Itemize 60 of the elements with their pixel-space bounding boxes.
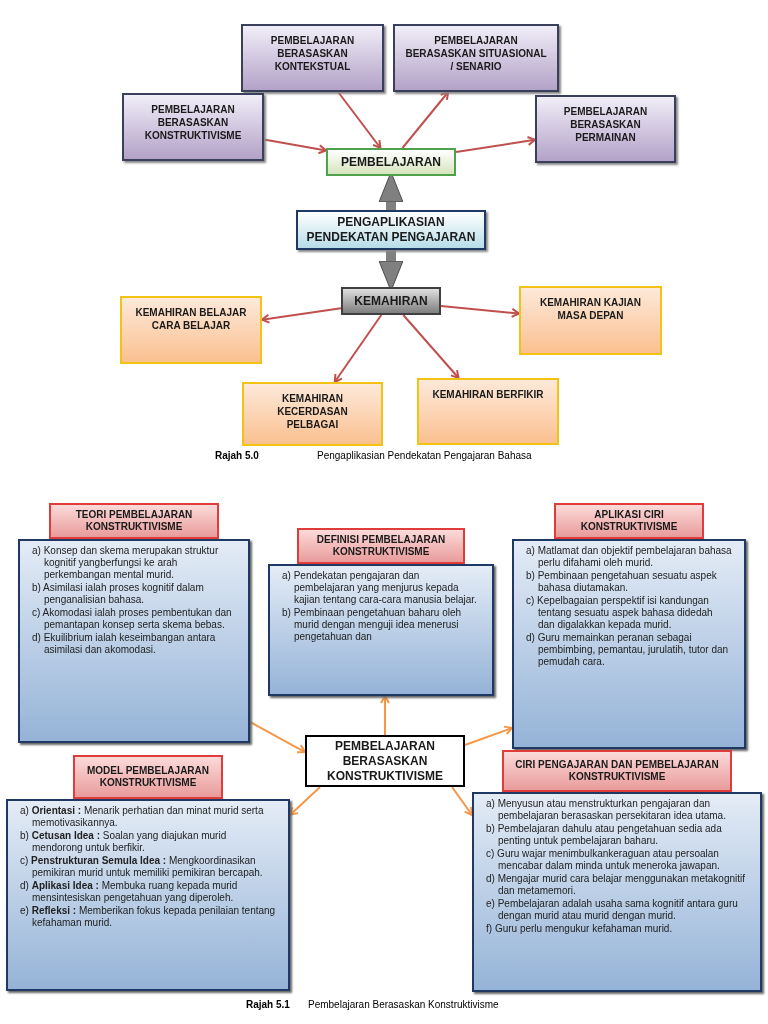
list-item: b) Pembelajaran dahulu atau pengetahuan sedia ada penting untuk pembelajaran baharu. bbox=[486, 823, 723, 847]
process-box: PEMBELAJARAN bbox=[326, 148, 456, 176]
arrow bbox=[451, 786, 473, 816]
arrow bbox=[380, 695, 390, 736]
list-item: b) Cetusan Idea : Soalan yang diajukan murid mendorong untuk berfikir. bbox=[20, 830, 228, 854]
text-panel bbox=[512, 539, 746, 749]
list-item: a) Orientasi : Menarik perhatian dan minat murid serta memotivasikannya. bbox=[20, 805, 265, 829]
arrow bbox=[401, 91, 450, 149]
list-item: a) Matlamat dan objektif pembelajaran bahasa perlu difahami oleh murid. bbox=[526, 545, 732, 569]
text-panel bbox=[18, 539, 250, 743]
process-box: PEMBELAJARAN BERASASKAN KONTEKSTUAL bbox=[241, 24, 384, 92]
list-item: b) Pembinaan pengetahuan sesuatu aspek bahasa diutamakan. bbox=[526, 570, 718, 594]
process-box: PEMBELAJARAN BERASASKAN KONSTRUKTIVISME bbox=[122, 93, 264, 161]
process-box: KEMAHIRAN BERFIKIR bbox=[417, 378, 559, 445]
process-box: PEMBELAJARAN BERASASKAN PERMAINAN bbox=[535, 95, 676, 163]
arrow bbox=[333, 314, 383, 383]
text-panel bbox=[268, 564, 494, 696]
process-box: PENGAPLIKASIAN PENDEKATAN PENGAJARAN bbox=[296, 210, 486, 250]
list-item: d) Ekuilibrium ialah keseimbangan antara asimilasi dan akomodasi. bbox=[32, 632, 217, 656]
arrow bbox=[261, 307, 342, 324]
arrow bbox=[402, 314, 460, 379]
heading-box: CIRI PENGAJARAN DAN PEMBELAJARAN KONSTRUKTIVISME bbox=[502, 750, 732, 792]
process-box: PEMBELAJARAN BERASASKAN KONSTRUKTIVISME bbox=[305, 735, 465, 787]
list-item: b) Pembinaan pengetahuan baharu oleh murid dengan menguji idea menerusi pengetahuan dan bbox=[282, 607, 463, 643]
arrow bbox=[464, 725, 513, 746]
figure-number: Rajah 5.0 bbox=[215, 449, 259, 463]
heading-box: MODEL PEMBELAJARAN KONSTRUKTIVISME bbox=[73, 755, 223, 799]
heading-box: TEORI PEMBELAJARAN KONSTRUKTIVISME bbox=[49, 503, 219, 539]
list-item: c) Akomodasi ialah proses pembentukan dan pemantapan konsep serta skema bebas. bbox=[32, 607, 233, 631]
text-panel bbox=[472, 792, 762, 992]
text-panel bbox=[6, 799, 290, 991]
list-item: a) Pendekatan pengajaran dan pembelajaran yang menjurus kepada kajian tentang cara-cara manusia belajar. bbox=[282, 570, 478, 606]
list-item: e) Refleksi : Memberikan fokus kepada penilaian tentang kefahaman murid. bbox=[20, 905, 276, 929]
arrow bbox=[263, 138, 327, 155]
list-item: a) Menyusun atau menstrukturkan pengajaran dan pembelajaran berasaskan persekitaran idea utama. bbox=[486, 798, 727, 822]
list-item: a) Konsep dan skema merupakan struktur kognitif yangberfungsi ke arah perkembangan mental murid. bbox=[32, 545, 220, 581]
list-item: e) Pembelajaran adalah usaha sama kognitif antara guru dengan murid atau murid dengan murid. bbox=[486, 898, 739, 922]
list-item: c) Penstrukturan Semula Idea : Mengkoordinasikan pemikiran murid untuk memiliki pemikiran bercapah. bbox=[20, 855, 264, 879]
process-box: KEMAHIRAN KECERDASAN PELBAGAI bbox=[242, 382, 383, 446]
arrow bbox=[337, 91, 382, 149]
list-item: d) Mengajar murid cara belajar menggunakan metakognitif dan metamemori. bbox=[486, 873, 747, 897]
arrow bbox=[455, 135, 536, 153]
process-box: KEMAHIRAN BELAJAR CARA BELAJAR bbox=[120, 296, 262, 364]
arrow bbox=[289, 786, 322, 816]
figure-caption: Pembelajaran Berasaskan Konstruktivisme bbox=[308, 998, 499, 1012]
process-box: KEMAHIRAN bbox=[341, 287, 441, 315]
list-item: c) Guru wajar menimbulkankeraguan atau persoalan mencabar dalam minda untuk meneroka jawapan. bbox=[486, 848, 721, 872]
process-box: PEMBELAJARAN BERASASKAN SITUASIONAL / SENARIO bbox=[393, 24, 559, 92]
list-item: d) Aplikasi Idea : Membuka ruang kepada murid mensintesiskan pengetahuan yang diperoleh. bbox=[20, 880, 239, 904]
heading-box: APLIKASI CIRI KONSTRUKTIVISME bbox=[554, 503, 704, 539]
list-item: c) Kepelbagaian perspektif isi kandungan tentang sesuatu aspek bahasa didedah dan digalakkan kepada murid. bbox=[526, 595, 714, 631]
process-box: KEMAHIRAN KAJIAN MASA DEPAN bbox=[519, 286, 662, 355]
figure-number: Rajah 5.1 bbox=[246, 998, 290, 1012]
figure-caption: Pengaplikasian Pendekatan Pengajaran Bahasa bbox=[317, 449, 532, 463]
list-item: d) Guru memainkan peranan sebagai pembimbing, pemantau, jurulatih, tutor dan pemudah cara. bbox=[526, 632, 730, 668]
list-item: f) Guru perlu mengukur kefahaman murid. bbox=[486, 923, 674, 935]
heading-box: DEFINISI PEMBELAJARAN KONSTRUKTIVISME bbox=[297, 528, 465, 564]
arrow bbox=[249, 721, 306, 754]
list-item: b) Asimilasi ialah proses kognitif dalam penganalisian bahasa. bbox=[32, 582, 205, 606]
arrow bbox=[440, 304, 520, 318]
